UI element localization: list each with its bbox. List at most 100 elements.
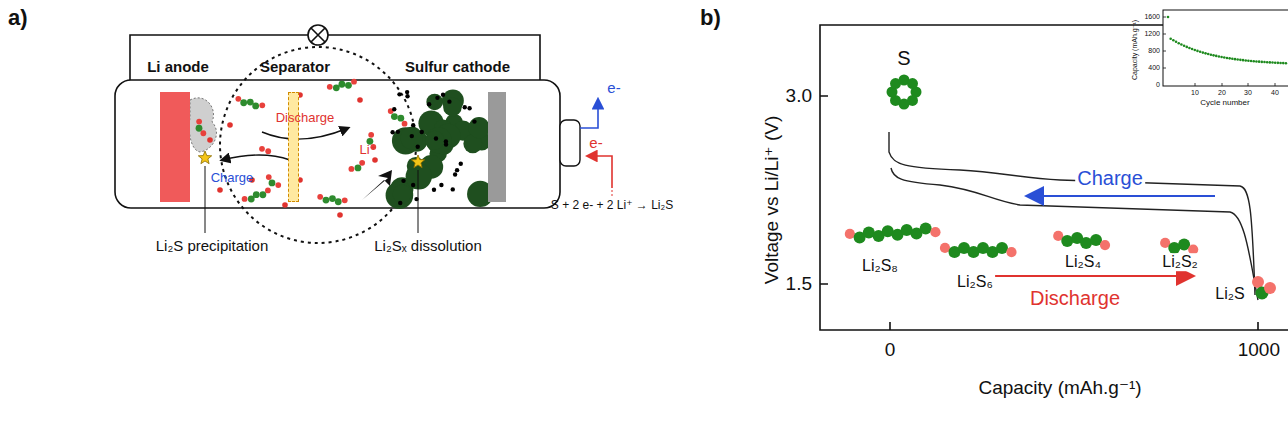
carbon-dot [411,123,415,127]
atom [265,148,271,154]
process-label: Charge [211,171,254,185]
atom [402,121,408,127]
data-point [1218,55,1221,58]
data-point [1228,57,1231,60]
data-point [1196,50,1199,53]
atom [333,84,340,91]
data-point [1234,58,1237,61]
data-point [1185,46,1188,49]
sulfur-particle [406,163,432,189]
sulfur-particle [386,181,414,209]
bulb-symbol [308,25,328,45]
component-heading: Separator [253,58,337,76]
atom [359,160,365,166]
data-point [1175,40,1178,43]
atom [1264,282,1276,294]
panel-letter: b) [700,6,721,30]
data-point [1199,50,1202,53]
carbon-dot [453,172,457,176]
axis-tick-label: 1.5 [786,274,812,295]
inset-tick [1195,83,1196,86]
atom [335,198,342,205]
carbon-dot [390,130,394,134]
atom [368,132,374,138]
component-heading: Li anode [136,58,220,76]
direction-label: Charge [1075,167,1145,189]
separator-node: Separator [253,58,337,204]
callout-label: Li₂Sₓ dissolution [374,238,481,255]
electron-arrow-discharge [588,156,612,188]
data-point [1271,61,1274,64]
data-point [1255,60,1258,63]
data-point [1266,61,1269,64]
atom [266,174,272,180]
atom [351,79,357,85]
atom [259,146,265,152]
atom [235,96,241,102]
sulfur-particle [400,127,423,150]
component-heading: Sulfur cathode [388,58,510,76]
atom [327,84,333,90]
direction-label: Discharge [1028,287,1122,309]
data-point [1223,56,1226,59]
carbon-dot [392,107,396,111]
atom [317,194,323,200]
axis-title: Voltage vs Li/Li⁺ (V) [762,116,783,284]
carbon-dot [405,94,409,98]
data-point [1212,54,1215,57]
panel-letter: a) [8,6,28,30]
atom [196,125,203,132]
carbon-dot [444,142,448,146]
data-point [1285,62,1288,65]
data-point [1226,57,1229,60]
data-point [1215,55,1218,58]
data-point [1236,58,1239,61]
atom [252,103,259,110]
inset-tick-label: 0 [1156,81,1160,89]
sulfur-ring-atom [907,78,918,89]
li-ion [357,97,363,103]
data-point [1252,60,1255,63]
atom [397,115,404,122]
inset-tick-label: 1600 [1144,13,1160,21]
atom [355,165,362,172]
li-ion [227,122,233,128]
process-label: Discharge [276,111,335,125]
anode-node: Li anode [136,58,220,204]
data-point [1282,62,1285,65]
carbon-dot [472,119,476,123]
axis-title: Capacity (mAh.g⁻¹) [978,378,1141,399]
electron-label: e- [607,80,620,97]
inset-tick-label: 30 [1244,89,1252,97]
inset-tick [1222,83,1223,86]
data-point [1250,60,1253,63]
sulfur-particle [468,117,489,138]
inset-tick [1163,51,1166,52]
data-point [1247,59,1250,62]
data-point [1183,44,1186,47]
dotted-leader [612,190,613,196]
atom [200,130,206,136]
inset-tick [1163,17,1166,18]
species-label: S [897,47,910,69]
carbon-dot [410,134,414,138]
leader-line [418,170,419,233]
species-label: Li₂S [1213,285,1246,303]
carbon-dot [420,130,424,134]
carbon-dot [435,96,439,100]
li-ion [372,157,378,163]
sulfur-particle [426,94,443,111]
data-point [1204,52,1207,55]
reaction-star [411,155,424,168]
atom [259,102,265,108]
species-label: Li₂S₈ [860,257,900,275]
atom [349,166,355,172]
carbon-dot [405,90,409,94]
axis-tick-label: 0 [885,340,896,361]
atom [345,82,352,89]
charge-curve [889,132,1255,295]
inset-tick-label: 20 [1218,89,1226,97]
shuttle-circle [220,47,416,243]
discharge-arrow [262,128,348,139]
data-point [1269,61,1272,64]
